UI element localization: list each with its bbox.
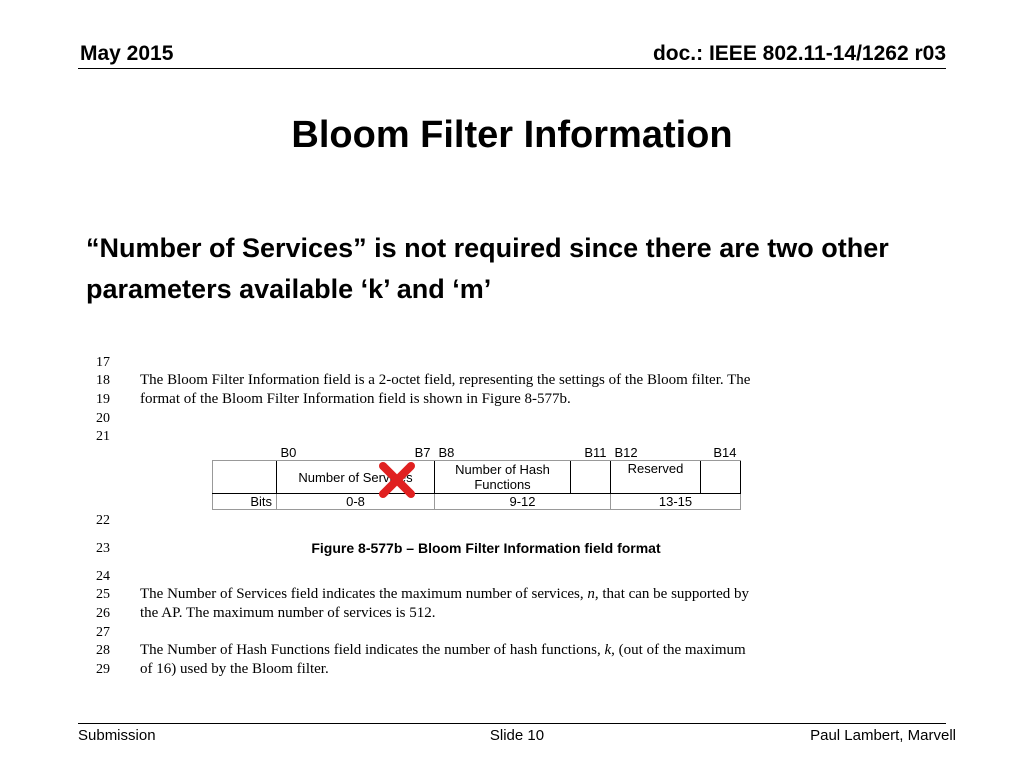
excerpt-para3-line2: of 16) used by the Bloom filter. [140, 661, 329, 677]
line-number: 17 [96, 355, 110, 370]
excerpt-para2-line1: The Number of Services field indicates t… [140, 586, 749, 602]
cross-mark-icon [379, 462, 415, 498]
footer-author: Paul Lambert, Marvell [810, 727, 956, 744]
footer-slide-number: Slide 10 [489, 727, 545, 744]
field-number-of-hash-functions: Number of Hash Functions [434, 460, 571, 494]
excerpt-para1-line1: The Bloom Filter Information field is a … [140, 372, 751, 388]
excerpt-para3-line1: The Number of Hash Functions field indic… [140, 642, 746, 658]
header-date: May 2015 [80, 42, 174, 65]
slide-body-text: “Number of Services” is not required sin… [86, 233, 889, 304]
header-rule [78, 68, 946, 69]
bits-label: Bits [212, 493, 277, 510]
line-number: 29 [96, 662, 110, 677]
footer-rule [78, 723, 946, 724]
line-number: 21 [96, 429, 110, 444]
bit-range-hash: 9-12 [434, 493, 611, 510]
bit-label-b0: B0 [276, 445, 405, 461]
bit-label-b12: B12 [610, 445, 701, 461]
line-number: 18 [96, 373, 110, 388]
line-number: 19 [96, 392, 110, 407]
slide-title: Bloom Filter Information [291, 114, 733, 156]
line-number: 26 [96, 606, 110, 621]
footer-submission: Submission [78, 727, 156, 744]
line-number: 23 [96, 541, 110, 556]
line-number: 22 [96, 513, 110, 528]
line-number: 28 [96, 643, 110, 658]
bit-range-reserved: 13-15 [610, 493, 741, 510]
line-number: 27 [96, 625, 110, 640]
line-number: 25 [96, 587, 110, 602]
bloom-filter-field-table: B0 B7 B8 B11 B12 B14 Number of Services … [212, 445, 741, 510]
line-number: 20 [96, 411, 110, 426]
bit-label-b7: B7 [404, 445, 435, 461]
bit-range-services: 0-8 [276, 493, 435, 510]
figure-caption: Figure 8-577b – Bloom Filter Information… [311, 540, 661, 556]
bit-label-b14: B14 [700, 445, 741, 461]
header-doc-id: doc.: IEEE 802.11-14/1262 r03 [652, 42, 946, 65]
field-reserved: Reserved [610, 460, 701, 494]
bit-label-b11: B11 [570, 445, 611, 461]
line-number: 24 [96, 569, 110, 584]
excerpt-para2-line2: the AP. The maximum number of services i… [140, 605, 436, 621]
excerpt-para1-line2: format of the Bloom Filter Information f… [140, 391, 571, 407]
bit-label-b8: B8 [434, 445, 571, 461]
